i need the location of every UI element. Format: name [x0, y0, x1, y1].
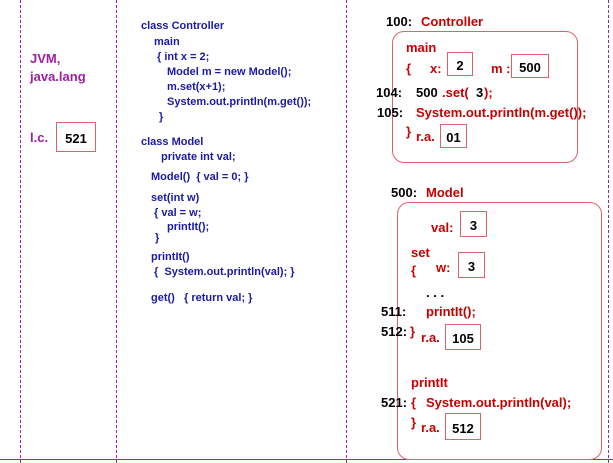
x-value-box: 2: [447, 52, 473, 76]
line-512-brace: }: [410, 324, 416, 339]
divider-right: [608, 0, 609, 463]
code-line: Model() { val = 0; }: [151, 171, 249, 183]
line-521-number: 521:: [381, 395, 408, 410]
code-line: System.out.println(m.get());: [167, 96, 312, 108]
line-104-arg: 3: [476, 85, 484, 100]
line-104-call: .set(: [442, 85, 469, 100]
main-label: main: [406, 40, 437, 55]
model-address: 500:: [391, 185, 418, 200]
controller-ra-value: 01: [446, 130, 461, 145]
printit-label: printIt: [411, 375, 448, 390]
m-value-box: 500: [511, 54, 549, 78]
printit-close-brace: }: [411, 415, 417, 430]
code-line: }: [159, 111, 164, 123]
line-511-code: printIt();: [426, 304, 476, 319]
line-104-close: );: [484, 85, 493, 100]
code-line: }: [155, 232, 160, 244]
w-value: 3: [467, 259, 476, 274]
line-511-number: 511:: [381, 304, 407, 319]
lc-value: 521: [65, 131, 87, 146]
model-ra2-label: r.a.: [421, 420, 440, 435]
code-line: set(int w): [151, 192, 200, 204]
model-title: Model: [426, 185, 464, 200]
model-ra2-box: 512: [445, 413, 481, 440]
line-104-receiver: 500: [416, 85, 438, 100]
line-521-code: System.out.println(val);: [426, 395, 572, 410]
w-value-box: 3: [458, 252, 485, 278]
line-105-number: 105:: [377, 105, 404, 120]
divider-jvm: [116, 0, 117, 463]
model-ra1-box: 105: [445, 324, 481, 350]
x-value: 2: [456, 58, 464, 73]
controller-address: 100:: [386, 14, 413, 29]
model-frame: [397, 202, 602, 460]
code-line: { System.out.println(val); }: [154, 266, 295, 278]
java-lang-label: java.lang: [30, 69, 86, 84]
code-line: main: [154, 36, 180, 48]
code-line: class Controller: [141, 20, 225, 32]
code-line: get() { return val; }: [151, 292, 253, 304]
controller-ra-box: 01: [440, 124, 467, 148]
divider-left: [20, 0, 21, 463]
controller-frame: [392, 31, 578, 163]
jvm-label: JVM,: [30, 51, 61, 66]
code-line: Model m = new Model();: [167, 66, 292, 78]
val-value-box: 3: [460, 211, 487, 237]
lc-value-box: 521: [56, 122, 96, 152]
val-label: val:: [431, 220, 454, 235]
line-512-number: 512:: [381, 324, 408, 339]
lc-label: l.c.: [30, 130, 49, 145]
controller-ra-label: r.a.: [416, 129, 435, 144]
code-line: printIt(): [151, 251, 190, 263]
w-label: w:: [436, 260, 451, 275]
model-ra1-label: r.a.: [421, 330, 440, 345]
line-104-number: 104:: [376, 85, 403, 100]
code-line: printIt();: [167, 221, 210, 233]
x-label: x:: [430, 61, 442, 76]
brace-open: {: [406, 61, 412, 76]
code-line: class Model: [141, 136, 204, 148]
line-521-brace: {: [411, 395, 417, 410]
ellipsis: . . .: [426, 285, 445, 300]
line-105-code: System.out.println(m.get());: [416, 105, 587, 120]
brace-close: }: [406, 124, 412, 139]
code-line: { val = w;: [154, 207, 202, 219]
val-value: 3: [469, 218, 478, 233]
m-label: m :: [491, 61, 511, 76]
bottom-line: [0, 459, 613, 460]
model-ra1-value: 105: [452, 331, 474, 346]
model-ra2-value: 512: [452, 421, 474, 436]
set-brace: {: [411, 263, 417, 278]
code-line: { int x = 2;: [157, 51, 210, 63]
code-line: private int val;: [161, 151, 236, 163]
controller-title: Controller: [421, 14, 484, 29]
code-line: m.set(x+1);: [167, 81, 226, 93]
divider-code: [346, 0, 347, 463]
m-value: 500: [519, 60, 541, 75]
set-label: set: [411, 245, 430, 260]
